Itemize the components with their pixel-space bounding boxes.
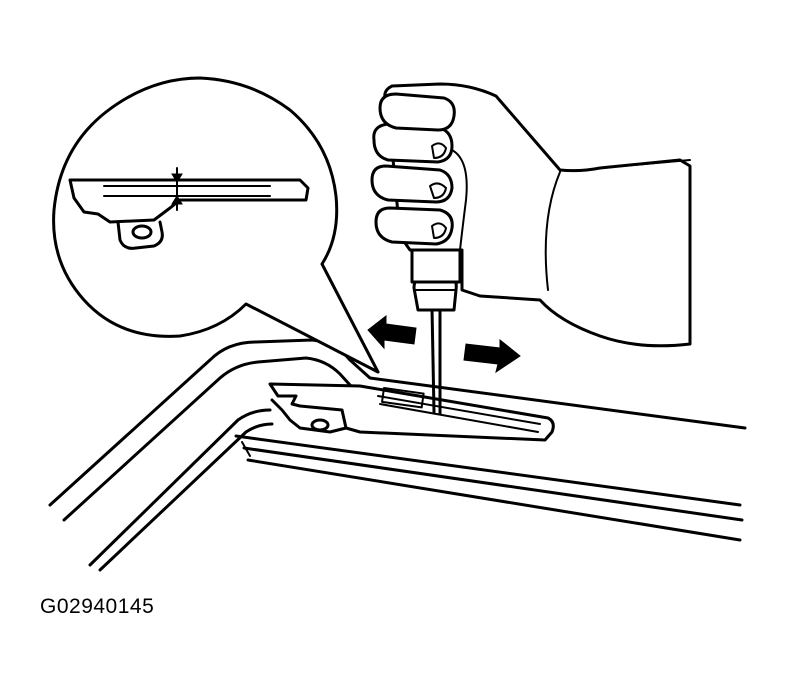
sunroof-frame	[48, 338, 747, 572]
figure-code: G02940145	[40, 595, 155, 618]
hand	[370, 82, 692, 348]
arrow-left-icon	[367, 314, 417, 350]
screwdriver	[410, 246, 462, 416]
detail-callout	[52, 76, 380, 374]
arrow-right-icon	[463, 338, 521, 374]
direction-arrows	[367, 314, 521, 374]
adjustment-bracket	[268, 382, 555, 442]
